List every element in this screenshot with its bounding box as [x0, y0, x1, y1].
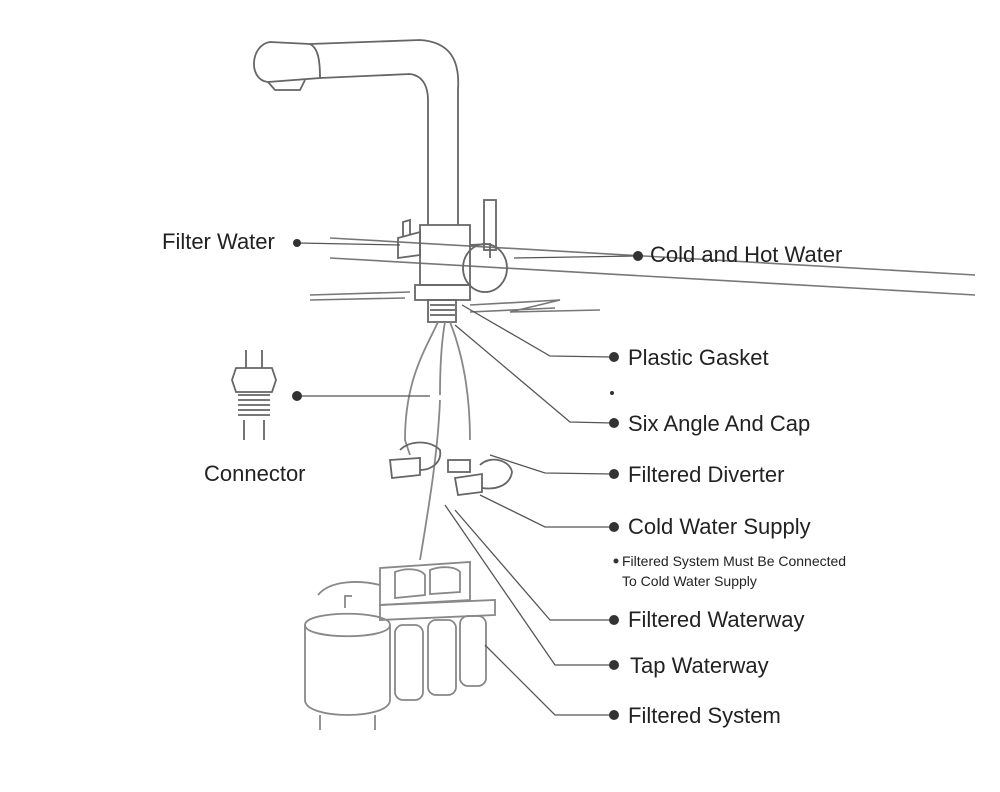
label-filtered-waterway: Filtered Waterway — [628, 607, 805, 632]
label-filtered-diverter: Filtered Diverter — [628, 462, 785, 487]
leader-tap-waterway — [444, 504, 612, 666]
label-filter-water: Filter Water — [162, 229, 275, 254]
label-plastic-gasket: Plastic Gasket — [628, 345, 769, 370]
leader-filtered-system — [484, 644, 612, 716]
filter-handle — [397, 218, 421, 260]
label-connector: Connector — [204, 461, 306, 486]
leader-plastic-gasket — [461, 304, 613, 358]
dot-tap-waterway — [609, 660, 619, 670]
label-filtered-system: Filtered System — [628, 703, 781, 728]
note-line-1: Filtered System Must Be Connected — [622, 553, 847, 569]
label-tap-waterway: Tap Waterway — [630, 653, 769, 678]
dot-plastic-gasket — [609, 352, 619, 362]
cold-supply-valve — [447, 458, 513, 496]
note-line-2: To Cold Water Supply — [622, 573, 757, 589]
dot-six-angle — [609, 418, 619, 428]
dot-filter-water — [293, 239, 301, 247]
faucet — [253, 39, 471, 323]
leader-filter-water — [297, 242, 401, 246]
dot-filtered-system — [609, 710, 619, 720]
filter-system-drawing — [304, 561, 496, 730]
leader-filtered-waterway — [454, 509, 612, 621]
diverter-valve-left — [389, 441, 442, 479]
label-cold-water-supply: Cold Water Supply — [628, 514, 811, 539]
dot-cold-hot-water — [633, 251, 643, 261]
leader-filtered-diverter — [489, 454, 613, 475]
dot-connector — [292, 391, 302, 401]
leader-cold-water-supply — [479, 494, 612, 528]
hoses — [404, 321, 471, 561]
connector-drawing — [231, 350, 277, 440]
label-dots — [292, 239, 643, 720]
dot-filtered-diverter — [609, 469, 619, 479]
label-cold-hot-water: Cold and Hot Water — [650, 242, 843, 267]
countertop — [309, 237, 976, 313]
dot-cold-water-supply — [609, 522, 619, 532]
leader-cold-hot-water — [513, 255, 639, 259]
label-six-angle-cap: Six Angle And Cap — [628, 411, 811, 436]
dot-note — [613, 558, 619, 564]
leader-lines — [297, 242, 639, 716]
leader-six-angle — [454, 324, 613, 424]
mixer-handle — [462, 199, 508, 293]
dot-separator — [610, 391, 614, 395]
dot-filtered-waterway — [609, 615, 619, 625]
